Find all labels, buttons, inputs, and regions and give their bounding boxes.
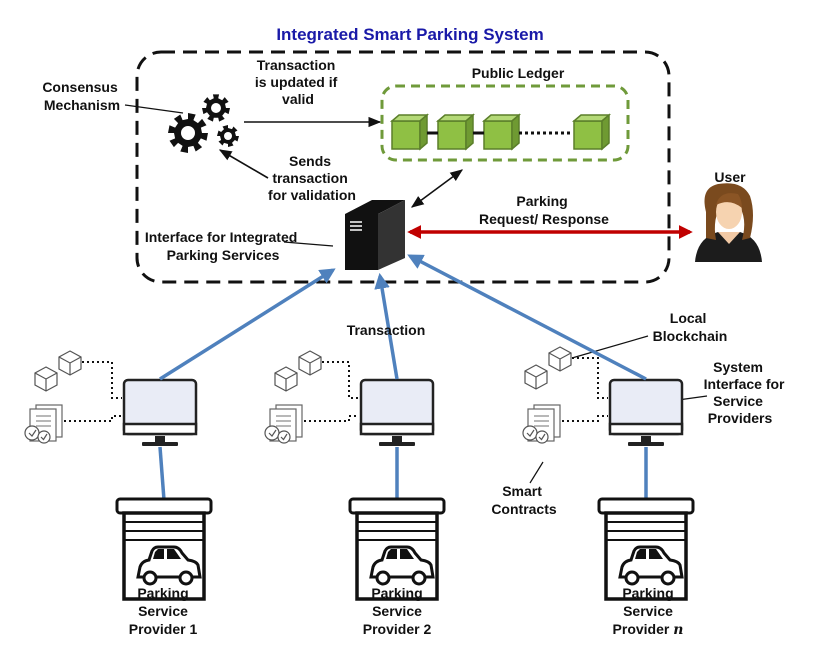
cube-icon bbox=[274, 366, 298, 392]
cube-icon bbox=[34, 366, 58, 392]
sends-transaction-label: Sends transaction for validation bbox=[268, 153, 356, 203]
user-label: User bbox=[714, 169, 746, 185]
public-ledger-label: Public Ledger bbox=[472, 65, 565, 81]
garage-icon bbox=[597, 497, 695, 601]
block-icon bbox=[435, 113, 476, 151]
transaction-label: Transaction bbox=[347, 322, 426, 338]
garage-icon bbox=[348, 497, 446, 601]
monitor-icon bbox=[359, 378, 435, 448]
server-icon bbox=[345, 200, 405, 270]
gears-icon bbox=[168, 94, 239, 153]
system-boundary bbox=[135, 50, 671, 284]
consensus-leader-line bbox=[124, 104, 184, 114]
arrow-to-consensus bbox=[218, 149, 269, 179]
parking-request-label: Parking Request/ Response bbox=[479, 193, 609, 227]
blockchain-blocks bbox=[389, 113, 612, 151]
interface-leader-line bbox=[283, 241, 334, 247]
smart-contract-icon bbox=[264, 404, 303, 444]
block-icon bbox=[571, 113, 612, 151]
cube-icon bbox=[58, 350, 82, 376]
garage-link bbox=[158, 446, 166, 501]
arrow-server-ledger bbox=[410, 169, 464, 208]
interface-label: Interface for Integrated Parking Service… bbox=[145, 229, 301, 263]
transaction-arrow bbox=[374, 272, 399, 380]
monitor-icon bbox=[122, 378, 198, 448]
consensus-label: Consensus Mechanism bbox=[42, 79, 121, 113]
cube-icon bbox=[548, 346, 572, 372]
smart-contract-icon bbox=[522, 404, 561, 444]
cube-icon bbox=[298, 350, 322, 376]
smart-contracts-label: Smart Contracts bbox=[491, 483, 557, 517]
cube-icon bbox=[524, 364, 548, 390]
smart-contracts-leader-line bbox=[529, 461, 544, 484]
block-icon bbox=[389, 113, 430, 151]
transaction-arrow bbox=[407, 254, 647, 381]
transaction-arrow bbox=[159, 268, 336, 381]
public-ledger-box bbox=[380, 84, 630, 162]
diagram-title: Integrated Smart Parking System bbox=[276, 25, 543, 44]
garage-icon bbox=[115, 497, 213, 601]
local-blockchain-leader-line bbox=[571, 335, 649, 359]
user-icon bbox=[695, 183, 762, 262]
block-icon bbox=[481, 113, 522, 151]
tx-updated-label: Transaction is updated if valid bbox=[255, 57, 341, 107]
local-blockchain-label: Local Blockchain bbox=[653, 310, 728, 344]
monitor-icon bbox=[608, 378, 684, 448]
system-interface-label: System Interface for Service Providers bbox=[704, 359, 789, 426]
smart-contract-icon bbox=[24, 404, 63, 444]
